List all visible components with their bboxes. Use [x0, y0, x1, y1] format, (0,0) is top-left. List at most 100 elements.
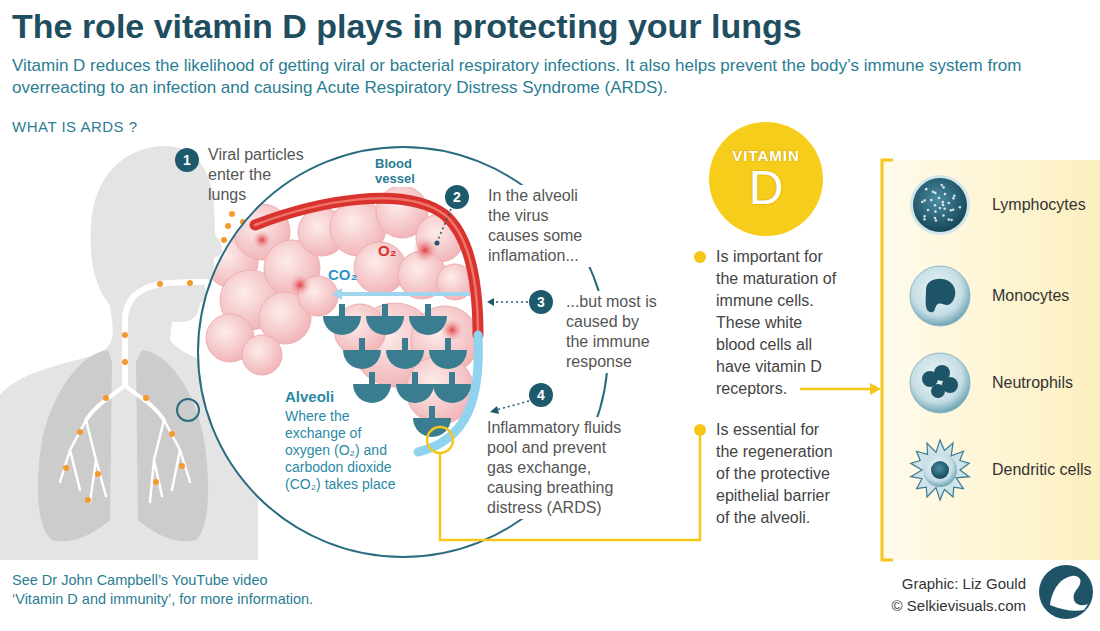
bullet-text: Is essential for the regeneration of the… [716, 419, 840, 529]
copyright: © Selkievisuals.com [892, 596, 1026, 615]
title: The role vitamin D plays in protecting y… [12, 5, 802, 47]
airway [60, 282, 206, 502]
cell-granule [947, 202, 950, 205]
section-heading: WHAT IS ARDS ? [12, 118, 138, 136]
pointer-arrow [870, 383, 881, 395]
leader-line [438, 209, 451, 240]
callout-text: ...but most is caused by the immune resp… [563, 291, 664, 373]
airway [60, 420, 190, 502]
inflammation-spot [412, 237, 438, 263]
immune-cell-cup [445, 338, 451, 350]
cell-body [923, 453, 957, 487]
seal-logo [1039, 565, 1093, 619]
viral-particle [153, 479, 159, 485]
cell-granule [952, 208, 955, 211]
cell-label: Dendritic cells [992, 460, 1092, 480]
cell-label: Monocytes [992, 286, 1092, 306]
immune-cell-cup [366, 316, 404, 335]
gas-label: CO₂ [328, 266, 357, 284]
cell-body [911, 440, 969, 500]
callout-number: 1 [175, 148, 199, 172]
cell-granule [939, 207, 942, 210]
inflammation-spot [252, 230, 464, 342]
cell-granule [952, 197, 955, 200]
cell-nucleus [931, 461, 949, 479]
immune-cell-cup [402, 338, 408, 350]
zoom-marker [177, 399, 199, 421]
cell-granule [934, 204, 937, 207]
cell-label: Neutrophils [992, 373, 1092, 393]
immune-cell-cup [449, 372, 455, 384]
immune-cell-cup [343, 350, 381, 369]
cell-granule [923, 215, 926, 218]
footnote: See Dr John Campbell’s YouTube video ‘Vi… [12, 571, 322, 609]
bullet-text: Is important for the maturation of immun… [716, 246, 840, 400]
cell-granule [959, 206, 962, 209]
node-shape [908, 264, 972, 328]
neutrophil-cell: Neutrophils [908, 351, 972, 415]
viral-particle [225, 223, 231, 229]
viral-particle [122, 359, 128, 365]
callout-text: Viral particles enter the lungs [208, 145, 308, 205]
cell-granule [938, 197, 941, 200]
viral-particle [157, 281, 163, 287]
node-shape [908, 438, 972, 502]
co2-arrow [342, 292, 470, 296]
immune-cell-cup [339, 304, 345, 316]
cell-nucleus [931, 384, 945, 398]
inflammation-spot [289, 274, 311, 296]
cell-granule [930, 199, 933, 202]
lymphocyte-cell: Lymphocytes [908, 173, 972, 237]
blood-vessel [255, 198, 478, 335]
subtitle: Vitamin D reduces the likelihood of gett… [12, 55, 1088, 99]
cell-nucleus [913, 178, 967, 232]
viral-particle [229, 211, 235, 217]
cell-granule [942, 204, 945, 207]
alveolus [354, 242, 406, 294]
immune-cell-cup [429, 406, 435, 418]
vitamin-label: D [749, 164, 784, 212]
gas-label: O₂ [378, 242, 396, 260]
cell-granule [942, 214, 945, 217]
leader-head [435, 241, 440, 246]
lung [38, 350, 112, 541]
part-label: Alveoli [285, 388, 334, 406]
credit: Graphic: Liz Gould [902, 574, 1026, 593]
immune-cell-cup [409, 316, 447, 335]
cell-granule [949, 209, 952, 212]
cell-granule [953, 195, 956, 198]
alveolus [242, 335, 282, 375]
immune-cell-cup [369, 372, 375, 384]
cell-granule [943, 207, 946, 210]
immune-cell-cup [396, 384, 434, 403]
viral-particle [95, 471, 101, 477]
immune-cell-cup [359, 338, 365, 350]
immune-cell-cup [382, 304, 388, 316]
cell-body [910, 266, 970, 326]
cell-granule [921, 201, 924, 204]
seal-logo [1050, 576, 1088, 611]
cell-granule [940, 184, 943, 187]
cell-granule [923, 218, 926, 221]
immune-cell-cup [353, 384, 391, 403]
immune-cell-cup [412, 372, 418, 384]
cell-panel [884, 160, 1100, 560]
bullet-dot [694, 424, 706, 436]
vitamin-circle [709, 122, 823, 236]
callout-text: Inflammatory fluids pool and prevent gas… [484, 417, 635, 519]
callout-number: 4 [529, 383, 553, 407]
cell-granule [944, 193, 947, 196]
viral-particle [63, 465, 69, 471]
viral-particle [77, 429, 83, 435]
part-label: Blood vessel [372, 155, 434, 187]
cell-granule [935, 219, 938, 222]
seal-logo [1039, 565, 1093, 619]
immune-cell-cup [386, 350, 424, 369]
node-shape [908, 173, 972, 237]
cell-nucleus [926, 279, 956, 313]
cell-granule [925, 188, 928, 191]
lung [136, 350, 208, 541]
node-shape [908, 351, 972, 415]
alveolus [206, 186, 479, 424]
viral-particle [103, 395, 109, 401]
